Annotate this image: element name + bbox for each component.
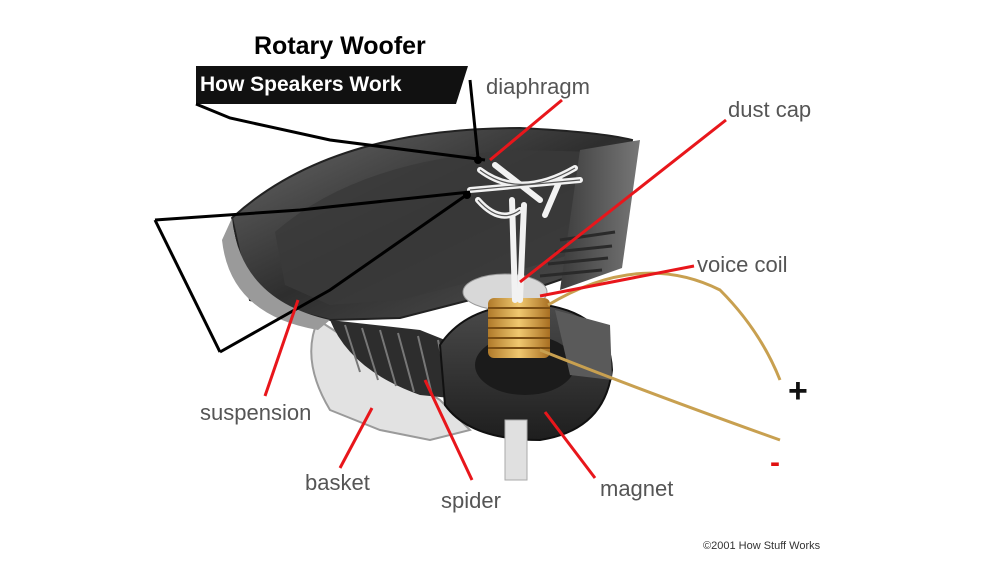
negative-terminal-sign: - (770, 446, 780, 479)
label-magnet: magnet (600, 476, 674, 501)
label-diaphragm: diaphragm (486, 74, 590, 99)
leader-basket (338, 407, 374, 469)
wall-grooves (539, 230, 616, 278)
leader-voice-coil (539, 264, 695, 298)
rotary-mechanism-outline (469, 167, 581, 217)
label-voice-coil: voice coil (697, 252, 788, 277)
diagram-title: Rotary Woofer (254, 32, 426, 60)
leader-lines (263, 98, 727, 481)
label-dust-cap: dust cap (728, 97, 812, 122)
voice-coil-windings (488, 307, 550, 349)
mechanism-pivot-top (474, 156, 482, 164)
pole-stem (504, 419, 528, 481)
leader-spider (423, 379, 474, 481)
leader-suspension (263, 299, 300, 397)
lead-wire-positive (547, 271, 782, 381)
lead-wire-negative (539, 348, 781, 442)
leader-dust-cap (519, 118, 727, 284)
suspension-rim (222, 218, 330, 330)
label-basket: basket (305, 470, 370, 495)
banner-text: How Speakers Work (200, 73, 402, 96)
copyright-notice: ©2001 How Stuff Works (703, 540, 821, 552)
label-suspension: suspension (200, 400, 312, 425)
label-spider: spider (441, 488, 501, 513)
title-banner (196, 66, 468, 104)
leader-magnet (543, 411, 597, 479)
leader-diaphragm (489, 98, 563, 162)
positive-terminal-sign: + (788, 372, 808, 410)
mechanism-pivot-side (463, 191, 471, 199)
